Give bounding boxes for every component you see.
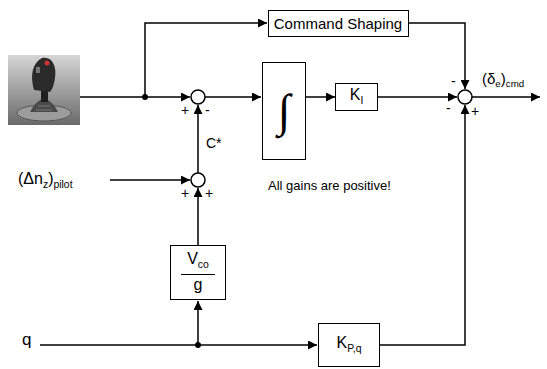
label-text: ) — [501, 70, 506, 87]
signal-name: q — [22, 331, 31, 348]
sign-label: - — [446, 101, 451, 115]
fraction-bar — [181, 274, 215, 276]
summing-junction — [191, 90, 205, 104]
signal-wire — [472, 96, 540, 98]
label-text: + — [471, 103, 479, 119]
sign-label: + — [181, 103, 189, 117]
signal-wire — [40, 344, 317, 346]
subscript-text: e — [495, 78, 500, 89]
block-content: Command Shaping — [274, 16, 402, 32]
block-text: V — [187, 250, 198, 267]
text-row: ∫ — [278, 87, 291, 135]
joystick-grip — [32, 58, 55, 92]
block-content: ∫ — [278, 87, 291, 135]
subscript-text: cmd — [506, 78, 524, 89]
sign-label: - — [205, 103, 210, 117]
signal-wire — [197, 105, 199, 173]
sign-label: - — [451, 74, 456, 88]
summing-junction — [458, 90, 472, 104]
label-text: (δ — [482, 70, 495, 87]
integrator-block: ∫ — [262, 62, 306, 160]
signal-wire — [80, 96, 190, 98]
signal-name: (δe)cmd — [482, 71, 524, 89]
joystick-photo — [8, 55, 80, 125]
subscript-text: pilot — [53, 179, 72, 190]
signal-wire — [378, 96, 457, 98]
gain-block: KI — [335, 83, 378, 111]
label-text: + — [181, 185, 189, 201]
subscript-text: I — [360, 95, 363, 106]
signal-wire — [110, 179, 190, 181]
signal-wire — [380, 105, 465, 345]
label-text: - — [451, 73, 456, 89]
sign-label: + — [181, 186, 189, 200]
gain-block: KP,q — [318, 323, 380, 367]
block-content: KI — [350, 87, 364, 107]
signal-wire — [197, 188, 199, 245]
signal-wire — [197, 301, 199, 345]
block-text: K — [337, 334, 348, 351]
subscript-text: z — [43, 179, 48, 190]
subscript-text: co — [198, 259, 209, 270]
joystick-switch — [36, 67, 40, 73]
note-text: All gains are positive! — [268, 179, 391, 192]
joystick-button — [45, 61, 50, 66]
text-row: Command Shaping — [274, 16, 402, 32]
boot-folds — [36, 106, 52, 110]
signal-name: C* — [206, 136, 222, 150]
signal-wire — [408, 23, 465, 89]
label-text: - — [446, 100, 451, 116]
shaping-block: Command Shaping — [268, 10, 409, 37]
label-text: C* — [206, 135, 222, 151]
label-text: q — [22, 330, 31, 349]
sign-label: + — [205, 186, 213, 200]
summing-junction — [191, 173, 205, 187]
block-content: KP,q — [337, 335, 362, 355]
text-row: KP,q — [337, 335, 362, 355]
signal-wire — [205, 96, 261, 98]
subscript-text: P,q — [347, 343, 361, 354]
block-text: g — [194, 276, 203, 293]
label-text: + — [205, 185, 213, 201]
gain-block: Vco g — [170, 245, 226, 300]
signal-name: (Δnz)pilot — [18, 171, 73, 190]
text-row: KI — [350, 87, 364, 107]
block-text: K — [350, 86, 361, 103]
text-row: Vco — [187, 251, 209, 271]
label-text: - — [205, 102, 210, 118]
text-row: g — [194, 277, 203, 294]
block-content: Vco g — [181, 251, 215, 294]
label-text: ) — [48, 170, 53, 187]
block-text: ∫ — [278, 85, 291, 136]
sign-label: + — [471, 104, 479, 118]
signal-connector — [306, 96, 335, 98]
block-text: Command Shaping — [274, 15, 402, 32]
label-text: + — [181, 102, 189, 118]
label-text: (Δn — [18, 170, 43, 187]
signal-wire — [145, 23, 267, 97]
label-text: All gains are positive! — [268, 178, 391, 193]
